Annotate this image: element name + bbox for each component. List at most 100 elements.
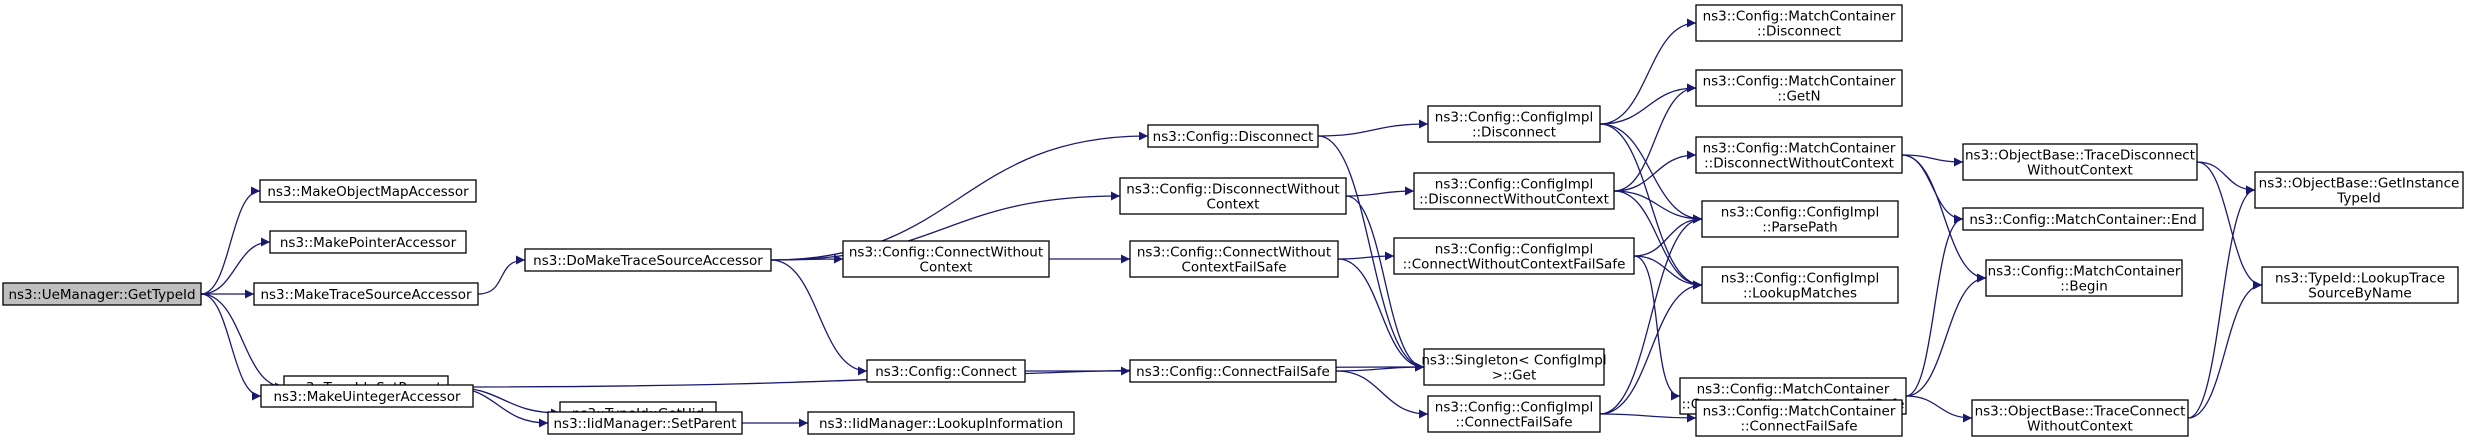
node-implConnectWOFS[interactable]: ns3::Config::ConfigImpl::ConnectWithoutC… <box>1393 237 1635 275</box>
edge-cfgConnectWOFS-to-singletonGet <box>1337 258 1425 372</box>
edge-implConnectFS-to-parsePath <box>1599 214 1703 415</box>
node-box <box>1427 395 1601 433</box>
edge-obTraceDisconnectWO-to-lookupTraceSourceByName <box>2196 161 2263 290</box>
node-obTraceDisconnectWO[interactable]: ns3::ObjectBase::TraceDisconnectWithoutC… <box>1962 143 2198 181</box>
node-mkTrace[interactable]: ns3::MakeTraceSourceAccessor <box>253 282 479 306</box>
node-label: ns3::IidManager::LookupInformation <box>819 416 1063 432</box>
edge-implConnectWOFS-to-mcConnectWOFS <box>1633 255 1681 401</box>
node-box <box>1393 237 1635 275</box>
node-label: ns3::Config::ConfigImpl <box>1435 110 1593 126</box>
node-label: ns3::Config::MatchContainer <box>1703 74 1896 90</box>
edge-cfgDisconnectWO-to-implDisconnectWO <box>1345 186 1415 197</box>
node-obTraceConnectWO[interactable]: ns3::ObjectBase::TraceConnectWithoutCont… <box>1971 399 2189 437</box>
edge-implDisconnectWO-to-mcDisconnectWO <box>1613 150 1697 192</box>
node-label: ns3::ObjectBase::TraceConnect <box>1975 404 2186 420</box>
node-root[interactable]: ns3::UeManager::GetTypeId <box>2 282 202 306</box>
node-label: Context <box>920 260 973 276</box>
node-cfgConnectWO[interactable]: ns3::Config::ConnectWithoutContext <box>842 240 1050 278</box>
node-mcEnd[interactable]: ns3::Config::MatchContainer::End <box>1962 207 2204 231</box>
edges-layer <box>200 18 2263 428</box>
edge-implDisconnect-to-parsePath <box>1599 123 1703 224</box>
node-label: ::ParsePath <box>1762 220 1837 236</box>
node-implConnectFS[interactable]: ns3::Config::ConfigImpl::ConnectFailSafe <box>1427 395 1601 433</box>
edge-doMake-to-cfgDisconnect <box>770 131 1149 261</box>
node-implDisconnect[interactable]: ns3::Config::ConfigImpl::Disconnect <box>1427 105 1601 143</box>
node-label: ::Begin <box>2060 279 2108 295</box>
node-parsePath[interactable]: ns3::Config::ConfigImpl::ParsePath <box>1701 200 1899 238</box>
node-label: >::Get <box>1492 368 1536 384</box>
node-label: WithoutContext <box>2027 163 2133 179</box>
edge-obTraceConnectWO-to-lookupTraceSourceByName <box>2187 280 2263 419</box>
node-label: ns3::Config::DisconnectWithout <box>1126 182 1339 198</box>
node-box <box>1129 359 1337 383</box>
node-box <box>269 230 467 254</box>
node-iidSetParent[interactable]: ns3::IidManager::SetParent <box>547 411 743 435</box>
node-mcDisconnectWO[interactable]: ns3::Config::MatchContainer::DisconnectW… <box>1695 136 1903 174</box>
edge-doMake-to-cfgConnect <box>770 259 868 376</box>
node-singletonGet[interactable]: ns3::Singleton< ConfigImpl >::Get <box>1421 348 1607 386</box>
edge-mcConnectWOFS-to-mcEnd <box>1905 214 1964 397</box>
edge-mcDisconnectWO-to-obTraceDisconnectWO <box>1901 154 1964 167</box>
node-mcGetN[interactable]: ns3::Config::MatchContainer::GetN <box>1695 69 1903 107</box>
node-mkObjMap[interactable]: ns3::MakeObjectMapAccessor <box>259 179 477 203</box>
node-label: ns3::Config::MatchContainer <box>1703 141 1896 157</box>
node-mcDisconnect[interactable]: ns3::Config::MatchContainer::Disconnect <box>1695 4 1903 42</box>
node-label: ns3::Config::ConnectWithout <box>849 245 1043 261</box>
node-box <box>1701 266 1899 304</box>
node-box <box>1701 200 1899 238</box>
node-label: ns3::UeManager::GetTypeId <box>8 287 195 303</box>
node-box <box>1962 207 2204 231</box>
node-box <box>2254 171 2464 209</box>
node-mkUint[interactable]: ns3::MakeUintegerAccessor <box>260 384 474 408</box>
edge-doMake-to-cfgDisconnectWO <box>770 191 1121 261</box>
node-label: ns3::Config::MatchContainer <box>1703 9 1896 25</box>
node-label: ::ConnectWithoutContextFailSafe <box>1403 257 1626 273</box>
node-iidLookup[interactable]: ns3::IidManager::LookupInformation <box>807 411 1075 435</box>
node-box <box>1985 259 2183 297</box>
node-label: ns3::Config::Disconnect <box>1153 129 1314 145</box>
node-label: ns3::MakeUintegerAccessor <box>273 389 461 405</box>
node-box <box>807 411 1075 435</box>
node-label: SourceByName <box>2308 286 2411 302</box>
node-label: ns3::ObjectBase::TraceDisconnect <box>1965 148 2195 164</box>
node-box <box>1147 124 1319 148</box>
node-box <box>2 282 202 306</box>
node-mcBegin[interactable]: ns3::Config::MatchContainer::Begin <box>1985 259 2183 297</box>
edge-cfgDisconnect-to-implDisconnect <box>1317 119 1429 137</box>
node-label: ns3::Config::ConnectFailSafe <box>1136 364 1330 380</box>
node-label: ::ConnectFailSafe <box>1740 419 1857 435</box>
node-label: ns3::Config::ConfigImpl <box>1435 242 1593 258</box>
node-label: ns3::Config::ConfigImpl <box>1435 400 1593 416</box>
node-box <box>253 282 479 306</box>
node-implDisconnectWO[interactable]: ns3::Config::ConfigImpl::DisconnectWitho… <box>1413 172 1615 210</box>
node-label: ns3::ObjectBase::GetInstance <box>2259 176 2460 192</box>
node-label: ::Disconnect <box>1757 24 1841 40</box>
node-cfgDisconnect[interactable]: ns3::Config::Disconnect <box>1147 124 1319 148</box>
node-cfgDisconnectWO[interactable]: ns3::Config::DisconnectWithoutContext <box>1119 177 1347 215</box>
node-label: ns3::Config::MatchContainer <box>1703 404 1896 420</box>
node-doMake[interactable]: ns3::DoMakeTraceSourceAccessor <box>524 248 772 272</box>
edge-implDisconnectWO-to-parsePath <box>1613 190 1703 224</box>
node-label: ::DisconnectWithoutContext <box>1419 192 1609 208</box>
node-cfgConnect[interactable]: ns3::Config::Connect <box>866 359 1026 383</box>
node-cfgConnectFS[interactable]: ns3::Config::ConnectFailSafe <box>1129 359 1337 383</box>
node-label: ns3::Config::ConfigImpl <box>1721 205 1879 221</box>
node-label: ::DisconnectWithoutContext <box>1704 156 1894 172</box>
node-box <box>2261 266 2459 304</box>
node-mcConnectFS[interactable]: ns3::Config::MatchContainer::ConnectFail… <box>1695 399 1903 437</box>
edge-implConnectWOFS-to-lookupMatches <box>1633 255 1703 290</box>
node-cfgConnectWOFS[interactable]: ns3::Config::ConnectWithoutContextFailSa… <box>1129 240 1339 278</box>
edge-root-to-mkPtr <box>200 237 271 295</box>
node-lookupMatches[interactable]: ns3::Config::ConfigImpl::LookupMatches <box>1701 266 1899 304</box>
node-mkPtr[interactable]: ns3::MakePointerAccessor <box>269 230 467 254</box>
node-label: ns3::Config::ConnectWithout <box>1137 245 1331 261</box>
node-label: ns3::IidManager::SetParent <box>554 416 737 432</box>
node-box <box>1427 105 1601 143</box>
node-label: ::Disconnect <box>1472 125 1556 141</box>
node-box <box>1695 136 1903 174</box>
node-box <box>524 248 772 272</box>
edge-implDisconnect-to-lookupMatches <box>1599 123 1703 290</box>
node-label: Context <box>1207 197 1260 213</box>
